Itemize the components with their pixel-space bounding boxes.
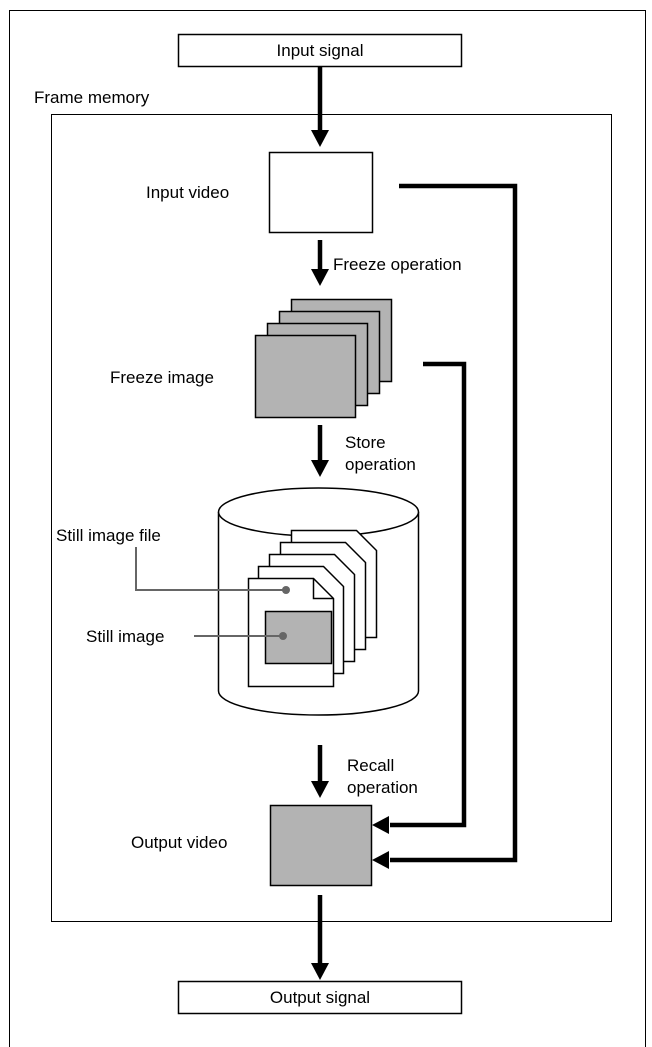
freeze-operation-arrowhead bbox=[311, 269, 329, 286]
freeze-operation-label: Freeze operation bbox=[333, 255, 462, 274]
input-signal-box: Input signal bbox=[177, 33, 463, 68]
page-frame bbox=[9, 10, 646, 1047]
output-signal-label: Output signal bbox=[270, 988, 370, 1007]
freeze-image-label: Freeze image bbox=[110, 368, 214, 387]
still-image-label: Still image bbox=[86, 627, 164, 646]
store-operation-label-line1: Store bbox=[345, 433, 386, 452]
output-video-label: Output video bbox=[131, 833, 227, 852]
input-video-box bbox=[268, 151, 374, 234]
store-operation-label-line2: operation bbox=[345, 455, 416, 474]
output-signal-arrowhead bbox=[311, 963, 329, 980]
frame-memory-label: Frame memory bbox=[34, 88, 150, 107]
still-image-file-label: Still image file bbox=[56, 526, 161, 545]
input-signal-arrowhead bbox=[311, 130, 329, 147]
recall-operation-label-line2: operation bbox=[347, 778, 418, 797]
store-operation-arrowhead bbox=[311, 460, 329, 477]
frame-memory-box bbox=[51, 114, 612, 922]
still-image-leader bbox=[194, 632, 287, 640]
freeze-bypass-line bbox=[372, 361, 467, 834]
recall-operation-arrowhead bbox=[311, 781, 329, 798]
input-bypass-line bbox=[372, 183, 518, 869]
output-video-box bbox=[269, 804, 373, 887]
still-image-thumbnail bbox=[264, 610, 333, 665]
freeze-image-stack bbox=[254, 298, 393, 419]
output-signal-box: Output signal bbox=[177, 980, 463, 1015]
input-video-label: Input video bbox=[146, 183, 229, 202]
recall-operation-label-line1: Recall bbox=[347, 756, 394, 775]
still-image-file-leader bbox=[135, 547, 290, 594]
input-signal-label: Input signal bbox=[277, 41, 364, 60]
